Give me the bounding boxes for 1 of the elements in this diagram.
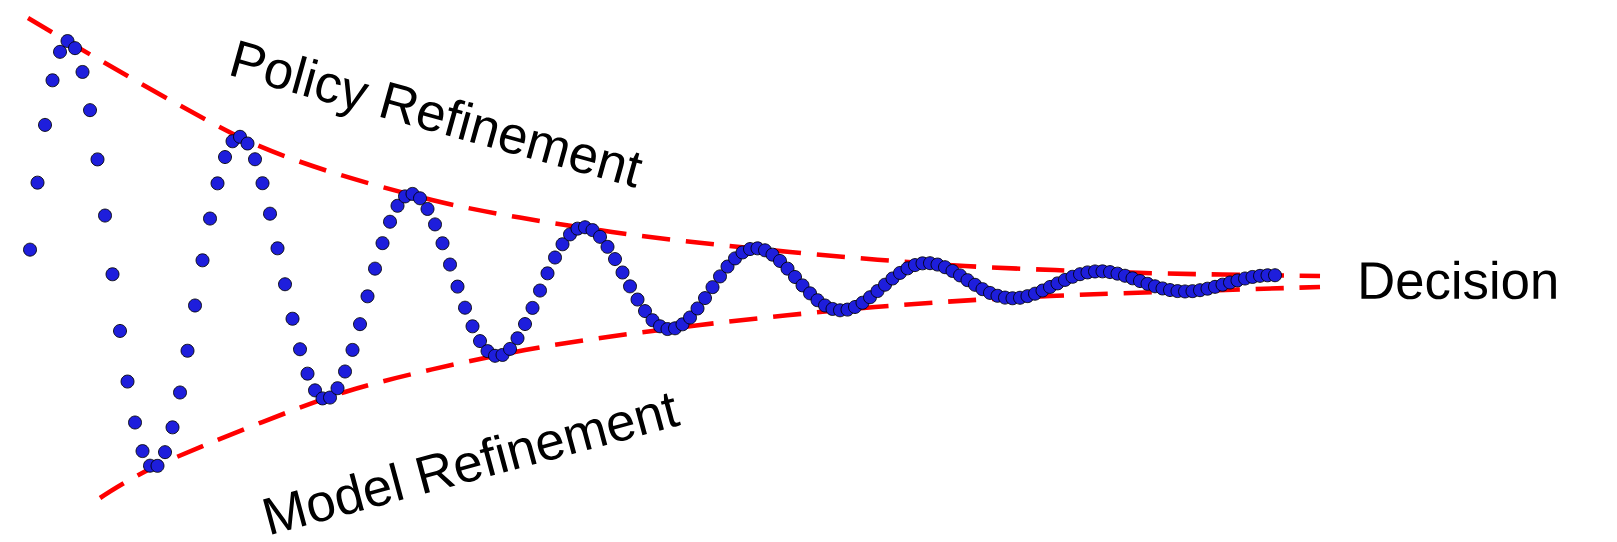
text-label: Decision — [1361, 260, 1556, 300]
